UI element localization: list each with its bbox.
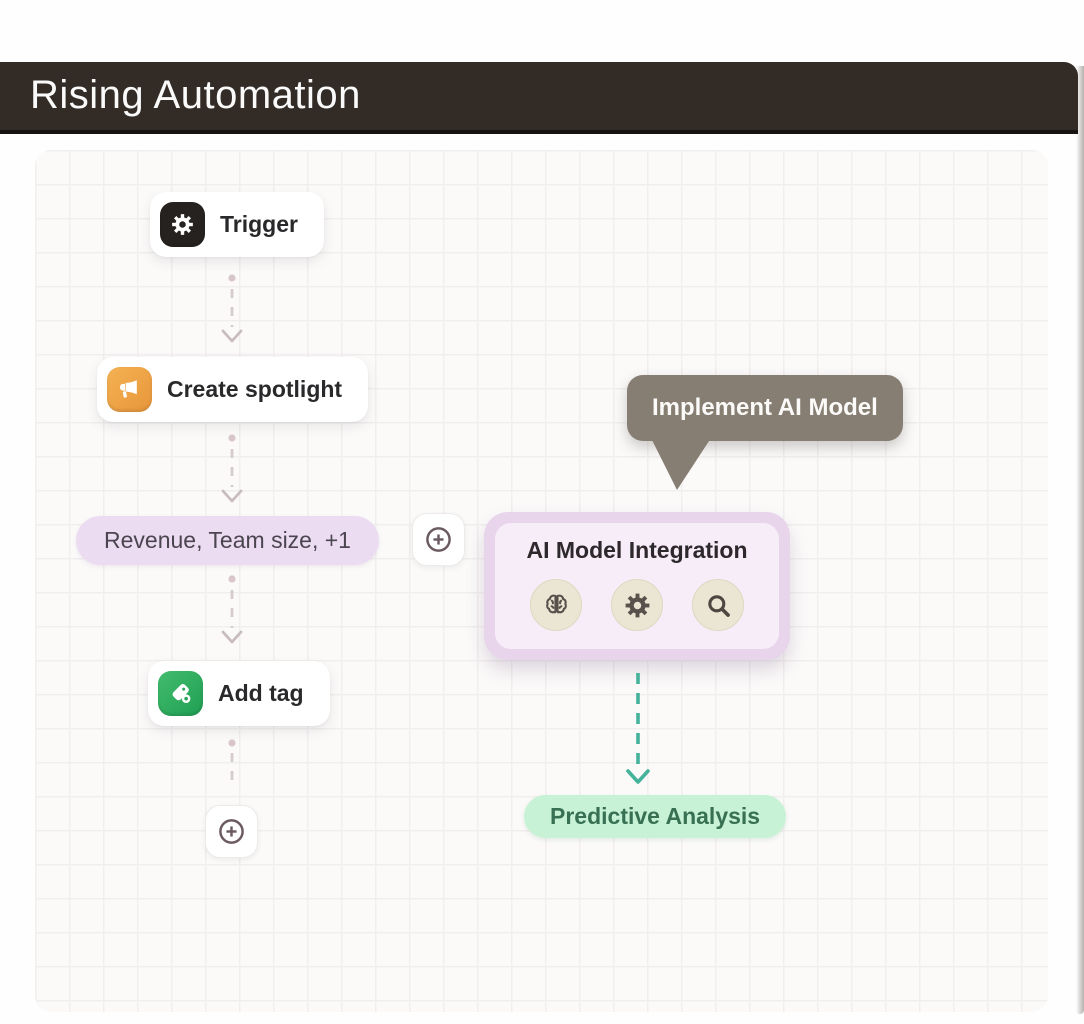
chevron-down-icon [221,630,243,644]
tooltip-implement-ai-model: Implement AI Model [627,375,903,490]
node-trigger[interactable]: Trigger [150,192,324,257]
search-icon [703,590,734,621]
chevron-down-icon [221,329,243,343]
gear-icon [160,202,205,247]
node-label: Add tag [218,680,304,706]
ai-card-title: AI Model Integration [526,537,748,563]
connector-spotlight-to-fields [221,434,243,503]
node-add-tag[interactable]: Add tag [148,661,330,726]
tag-icon [158,671,203,716]
gear-icon [622,590,653,621]
node-create-spotlight[interactable]: Create spotlight [97,357,369,422]
connector-fields-to-addtag [221,575,243,644]
connector-ai-to-predictive [626,673,650,784]
megaphone-icon [107,367,152,412]
brain-icon [541,590,572,621]
node-ai-model-integration[interactable]: AI Model Integration [484,512,790,660]
circle-plus-icon [216,816,247,847]
node-fields-pill[interactable]: Revenue, Team size, +1 [76,516,379,565]
chevron-down-icon [221,489,243,503]
circle-plus-icon [423,524,454,555]
connector-trigger-to-spotlight [221,274,243,343]
add-step-button-bottom[interactable] [205,805,258,858]
ai-card-inner: AI Model Integration [495,523,779,649]
tooltip-tail [651,438,711,490]
connector-addtag-to-plus [228,739,236,789]
ai-card-icon-row [495,579,779,631]
node-label: Trigger [220,211,298,237]
brain-button[interactable] [530,579,582,631]
page-edge-shadow [1076,66,1084,1014]
node-label: Create spotlight [167,376,343,402]
node-predictive-analysis[interactable]: Predictive Analysis [524,795,787,838]
tooltip-bubble: Implement AI Model [627,375,903,441]
add-step-button[interactable] [412,513,465,566]
chevron-down-icon [626,769,650,784]
workflow-canvas[interactable]: Trigger Create spotlight [35,150,1048,1012]
search-button[interactable] [692,579,744,631]
title-bar: Rising Automation [0,62,1078,134]
settings-button[interactable] [611,579,663,631]
page-title: Rising Automation [30,72,361,117]
